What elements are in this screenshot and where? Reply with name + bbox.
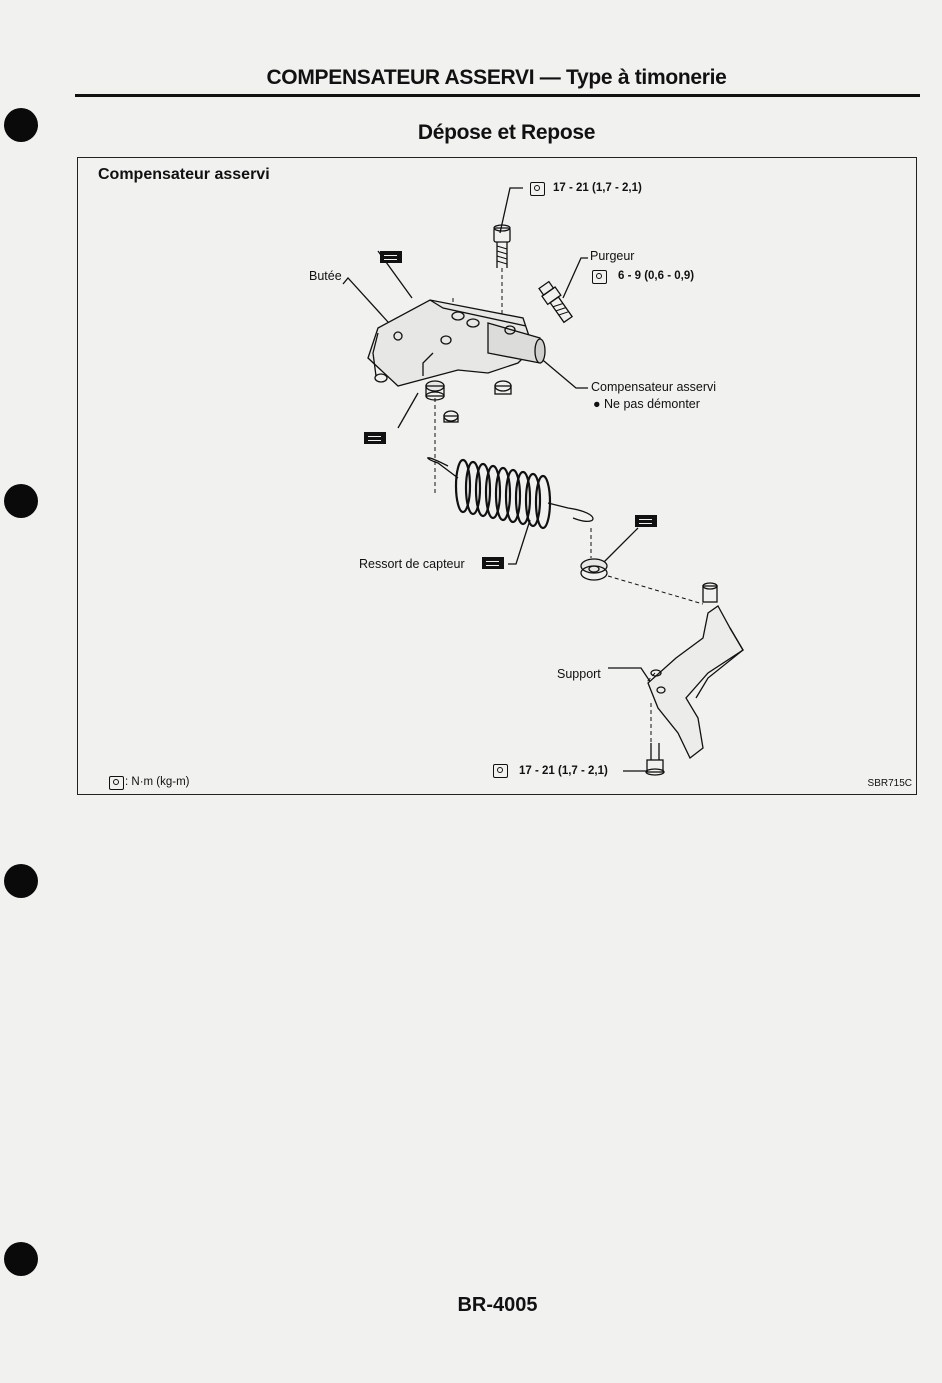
figure-code: SBR715C xyxy=(867,778,912,789)
torque-wrench-icon xyxy=(493,764,508,778)
grease-icon xyxy=(380,251,402,263)
leader-lines xyxy=(342,187,654,772)
grease-icon xyxy=(635,515,657,527)
section-title: Dépose et Repose xyxy=(417,121,596,144)
compensator-note: ● Ne pas démonter xyxy=(593,397,700,411)
grease-icon xyxy=(364,432,386,444)
spring-coil xyxy=(464,460,482,516)
spring-coil xyxy=(454,458,472,514)
purgeur-torque-label: 6 - 9 (0,6 - 0,9) xyxy=(618,270,695,282)
exploded-diagram xyxy=(342,187,744,776)
grease-icon xyxy=(482,557,504,569)
spring-bushing xyxy=(580,558,608,581)
compensator-label: Compensateur asservi xyxy=(591,380,717,394)
torque-wrench-icon xyxy=(109,776,124,790)
spring-coil xyxy=(484,464,502,520)
binder-hole-4 xyxy=(4,1242,38,1276)
spring-coil xyxy=(514,470,532,526)
spring-coil xyxy=(524,472,542,528)
support-label: Support xyxy=(557,667,601,681)
figure-box: Compensateur asservi 17 - 21 (1,7 - 2,1)… xyxy=(77,157,917,795)
bottom-bolt xyxy=(645,743,665,776)
title-rule xyxy=(75,94,920,97)
top-bolt xyxy=(493,224,511,268)
nut-lower xyxy=(494,380,512,395)
spring-coil xyxy=(534,474,552,530)
binder-hole-3 xyxy=(4,864,38,898)
page-number: BR-4005 xyxy=(457,1294,538,1316)
support-bracket xyxy=(647,582,744,760)
torque-bottom-label: 17 - 21 (1,7 - 2,1) xyxy=(519,765,608,777)
spring-coil xyxy=(504,468,522,524)
spring-label: Ressort de capteur xyxy=(359,557,465,571)
bleeder-screw xyxy=(538,280,574,324)
butee-label: Butée xyxy=(309,269,342,283)
torque-wrench-icon xyxy=(592,270,607,284)
legend-text: : N·m (kg-m) xyxy=(125,776,190,788)
compensator-body xyxy=(367,299,546,387)
nut-small xyxy=(443,410,459,423)
spring-coil xyxy=(494,466,512,522)
figure-heading: Compensateur asservi xyxy=(98,166,270,183)
bushing xyxy=(425,380,445,401)
binder-hole-1 xyxy=(4,108,38,142)
sensor-spring xyxy=(427,457,594,530)
binder-hole-2 xyxy=(4,484,38,518)
spring-coil xyxy=(474,462,492,518)
purgeur-label: Purgeur xyxy=(590,249,635,263)
page-title: COMPENSATEUR ASSERVI — Type à timonerie xyxy=(266,66,727,89)
torque-wrench-icon xyxy=(530,182,545,196)
torque-top-label: 17 - 21 (1,7 - 2,1) xyxy=(553,182,642,194)
